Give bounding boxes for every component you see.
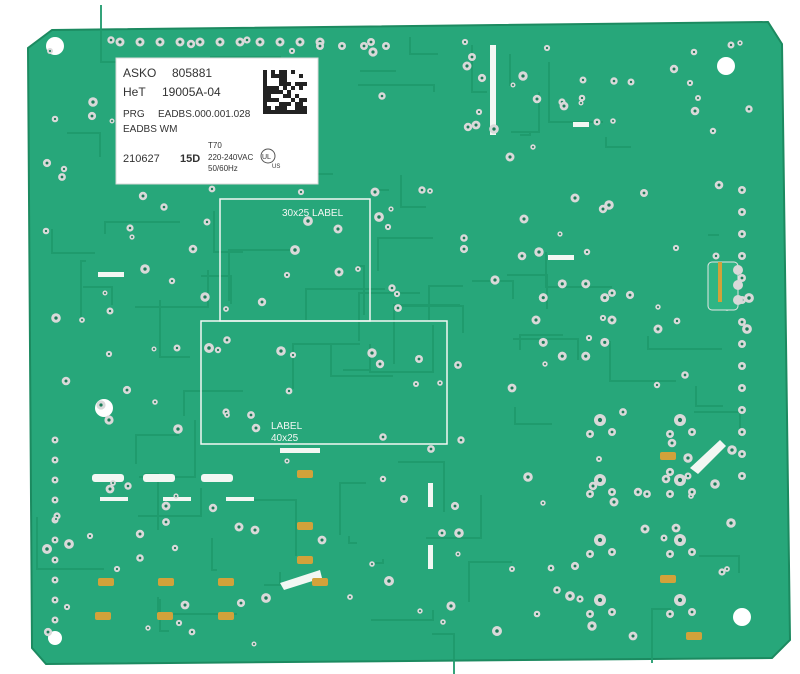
silk-label-40x25-line1: LABEL xyxy=(271,421,303,432)
label-outline-40x25 xyxy=(200,320,448,445)
sticker-het-code: 19005A-04 xyxy=(162,85,221,99)
sticker-batch: 15D xyxy=(180,153,200,165)
gold-smd-pads xyxy=(95,452,702,640)
connector-right xyxy=(707,261,743,311)
sticker-part-number: 805881 xyxy=(172,66,212,80)
product-sticker: ASKO 805881 HeT 19005A-04 PRG EADBS.000.… xyxy=(115,57,319,185)
sticker-cert-region: US xyxy=(272,164,280,170)
sticker-prg-code: EADBS.000.001.028 xyxy=(158,109,251,120)
mounting-hole xyxy=(48,631,62,645)
ul-cert-icon: UL xyxy=(260,148,276,164)
sticker-prg-label: PRG xyxy=(123,109,145,120)
sticker-voltage: 220-240VAC xyxy=(208,153,253,162)
sticker-het-label: HeT xyxy=(123,85,146,99)
solder-pads xyxy=(42,36,754,647)
mounting-hole xyxy=(733,608,751,626)
silk-label-30x25: 30x25 LABEL xyxy=(282,208,344,219)
svg-text:UL: UL xyxy=(262,154,271,161)
mounting-hole xyxy=(717,57,735,75)
silk-label-40x25-line2: 40x25 xyxy=(271,433,299,444)
silkscreen-marks xyxy=(92,45,726,590)
sticker-date-code: 210627 xyxy=(123,153,160,165)
sticker-frequency: 50/60Hz xyxy=(208,164,238,173)
datamatrix-code-icon xyxy=(261,68,309,116)
sticker-brand: ASKO xyxy=(123,66,156,80)
sticker-temp-rating: T70 xyxy=(208,141,222,150)
sticker-variant: EADBS WM xyxy=(123,124,177,135)
